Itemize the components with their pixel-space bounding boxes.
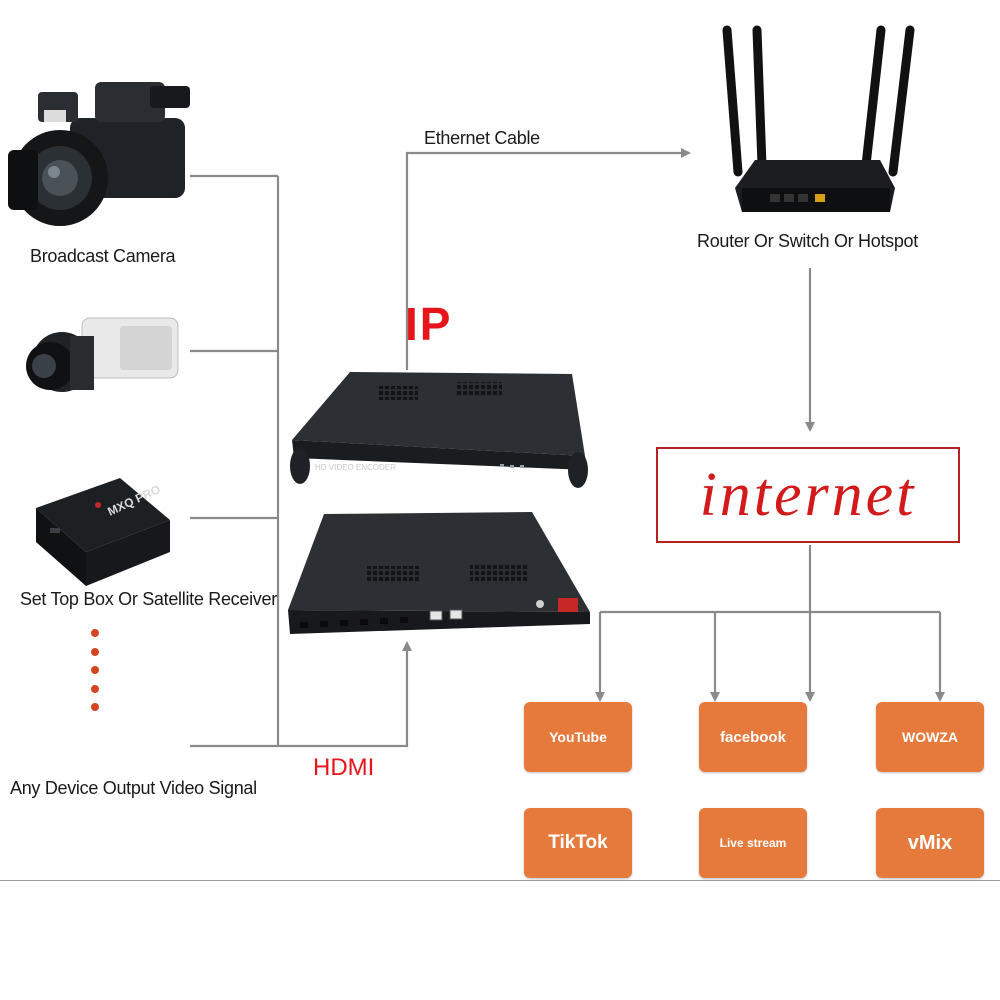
source-label-broadcast-camera: Broadcast Camera xyxy=(30,246,176,266)
ip-label: IP xyxy=(405,298,453,350)
ethernet-cable-label: Ethernet Cable xyxy=(424,128,540,148)
source-label-any-device: Any Device Output Video Signal xyxy=(10,778,257,798)
encoder-top-label: HD VIDEO ENCODER xyxy=(315,463,396,472)
cctv-camera-icon xyxy=(26,317,179,392)
encoder-unit-top: HD VIDEO ENCODER xyxy=(290,372,588,488)
encoder-unit-bottom xyxy=(288,512,590,634)
hdmi-line xyxy=(278,641,412,748)
platform-wowza[interactable]: WOWZA xyxy=(876,702,984,772)
router-icon xyxy=(722,25,915,212)
source-label-set-top-box: Set Top Box Or Satellite Receiver xyxy=(20,589,277,609)
source-connectors xyxy=(190,148,691,748)
set-top-box-icon: MXQ PRO xyxy=(36,478,170,586)
broadcast-camera-icon xyxy=(8,82,190,226)
platform-youtube[interactable]: YouTube xyxy=(524,702,632,772)
platform-live-stream[interactable]: Live stream xyxy=(699,808,807,878)
hdmi-label: HDMI xyxy=(313,754,375,781)
internet-connectors xyxy=(595,268,945,702)
router-label: Router Or Switch Or Hotspot xyxy=(697,231,918,251)
platform-tiktok[interactable]: TikTok xyxy=(524,808,632,878)
bottom-rule xyxy=(0,880,1000,881)
internet-label: internet xyxy=(699,461,917,529)
internet-box: internet xyxy=(656,447,960,543)
more-dots-icon xyxy=(91,629,99,711)
ethernet-line xyxy=(405,148,691,370)
platform-vmix[interactable]: vMix xyxy=(876,808,984,878)
platform-facebook[interactable]: facebook xyxy=(699,702,807,772)
